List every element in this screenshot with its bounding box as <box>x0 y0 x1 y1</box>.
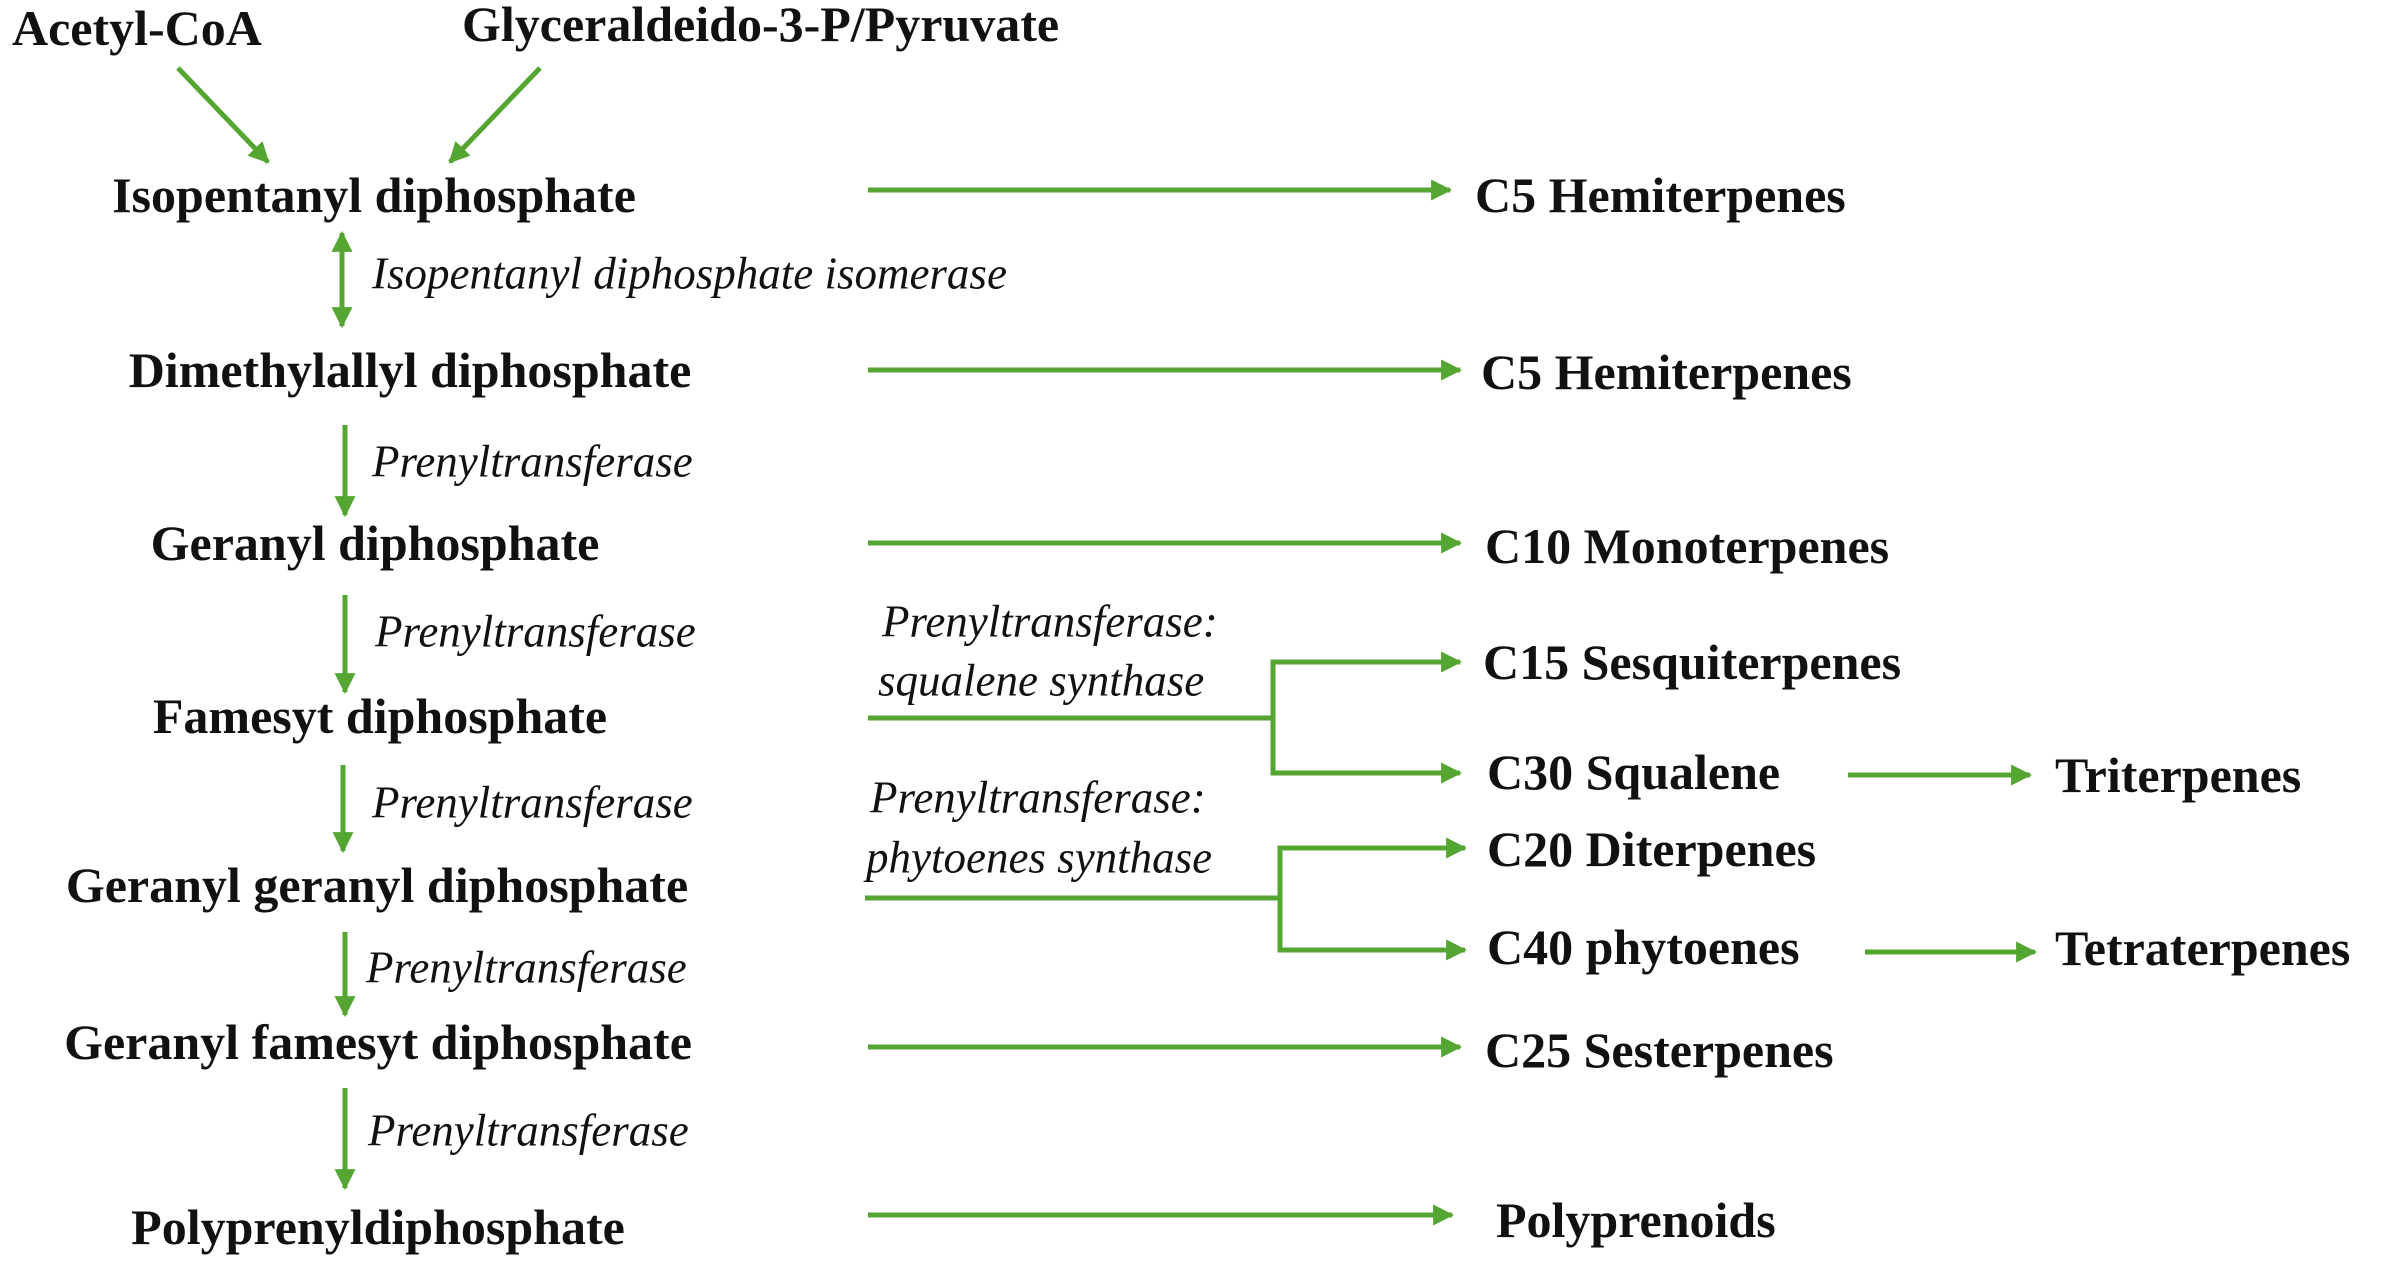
product-c40-phytoenes: C40 phytoenes <box>1487 919 1800 975</box>
product-c25-sesterpenes: C25 Sesterpenes <box>1485 1022 1834 1078</box>
branch-ggpp-lower <box>1277 898 1468 961</box>
product-c5-hemiterpenes-1: C5 Hemiterpenes <box>1475 167 1846 223</box>
product-c30-squalene: C30 Squalene <box>1487 744 1781 800</box>
enzyme-prenyltransferase-3: Prenyltransferase <box>372 777 693 828</box>
product-triterpenes: Triterpenes <box>2055 747 2302 803</box>
enzyme-prenyltransferase-4: Prenyltransferase <box>366 942 687 993</box>
node-isopentanyl-diphosphate: Isopentanyl diphosphate <box>112 167 636 223</box>
branch-fpp-lower <box>1270 718 1463 784</box>
node-dimethylallyl-diphosphate: Dimethylallyl diphosphate <box>128 342 692 398</box>
arrow-acetyl-coa-to-ipp <box>176 66 270 164</box>
branch-enzyme-phytoene-line1: Prenyltransferase: <box>870 772 1206 823</box>
node-geranyl-famesyt-diphosphate: Geranyl famesyt diphosphate <box>64 1014 692 1070</box>
node-geranyl-diphosphate: Geranyl diphosphate <box>150 515 600 571</box>
product-tetraterpenes: Tetraterpenes <box>2055 920 2351 976</box>
branch-fpp-stem <box>868 651 1463 721</box>
product-polyprenoids: Polyprenoids <box>1496 1192 1776 1248</box>
product-c15-sesquiterpenes: C15 Sesquiterpenes <box>1483 634 1902 690</box>
product-c10-monoterpenes: C10 Monoterpenes <box>1485 518 1890 574</box>
branch-enzyme-phytoene-line2: phytoenes synthase <box>866 832 1213 883</box>
branch-enzyme-squalene-line2: squalene synthase <box>878 655 1205 706</box>
branch-ggpp-stem <box>865 837 1468 901</box>
source-acetyl-coa: Acetyl-CoA <box>12 0 262 56</box>
node-polyprenyldiphosphate: Polyprenyldiphosphate <box>131 1199 625 1255</box>
enzyme-prenyltransferase-1: Prenyltransferase <box>372 436 693 487</box>
product-c5-hemiterpenes-2: C5 Hemiterpenes <box>1481 344 1852 400</box>
node-geranyl-geranyl-diphosphate: Geranyl geranyl diphosphate <box>65 857 689 913</box>
enzyme-isomerase: Isopentanyl diphosphate isomerase <box>372 248 1007 299</box>
product-c20-diterpenes: C20 Diterpenes <box>1487 821 1817 877</box>
node-famesyt-diphosphate: Famesyt diphosphate <box>152 688 608 744</box>
arrow-glyceraldeido-to-ipp <box>448 66 542 164</box>
enzyme-prenyltransferase-2: Prenyltransferase <box>375 606 696 657</box>
branch-enzyme-squalene-line1: Prenyltransferase: <box>882 596 1218 647</box>
source-glyceraldeido-pyruvate: Glyceraldeido-3-P/Pyruvate <box>462 0 1060 52</box>
enzyme-prenyltransferase-5: Prenyltransferase <box>368 1105 689 1156</box>
